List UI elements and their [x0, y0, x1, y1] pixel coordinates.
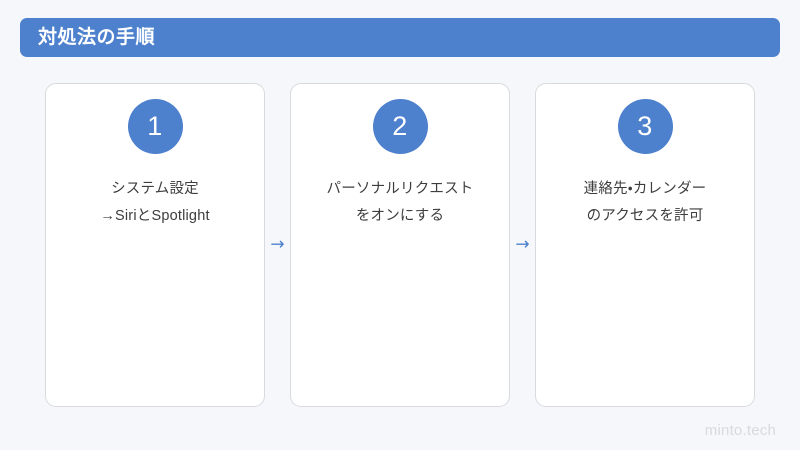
steps-row: 1 システム設定 →SiriとSpotlight → 2 パーソナルリクエスト … — [45, 83, 755, 407]
step-text-1: システム設定 →SiriとSpotlight — [55, 176, 255, 230]
step-number-badge-1: 1 — [127, 99, 183, 154]
step-connector-2: → — [510, 83, 535, 407]
step-card-3: 3 連絡先・カレンダー のアクセスを許可 — [535, 83, 755, 407]
step-number-badge-3: 3 — [617, 99, 673, 154]
step-text-line: 連絡先・カレンダー — [583, 181, 707, 197]
arrow-right-icon: → — [270, 234, 285, 255]
page-title: 対処法の手順 — [38, 27, 156, 48]
step-text-line: システム設定 — [111, 181, 199, 197]
step-text-line: をオンにする — [355, 207, 445, 224]
step-card-1: 1 システム設定 →SiriとSpotlight — [45, 83, 265, 407]
header-bar: 対処法の手順 — [20, 18, 780, 57]
step-text-line: パーソナルリクエスト — [326, 181, 474, 197]
step-text-2: パーソナルリクエスト をオンにする — [300, 176, 500, 230]
step-connector-1: → — [265, 83, 290, 407]
step-number-badge-2: 2 — [372, 99, 428, 154]
arrow-right-icon: → — [515, 234, 530, 255]
step-text-3: 連絡先・カレンダー のアクセスを許可 — [545, 176, 745, 230]
watermark-label: minto.tech — [704, 422, 776, 439]
step-text-line: →SiriとSpotlight — [100, 207, 210, 224]
step-text-line: のアクセスを許可 — [586, 207, 704, 224]
step-card-2: 2 パーソナルリクエスト をオンにする — [290, 83, 510, 407]
